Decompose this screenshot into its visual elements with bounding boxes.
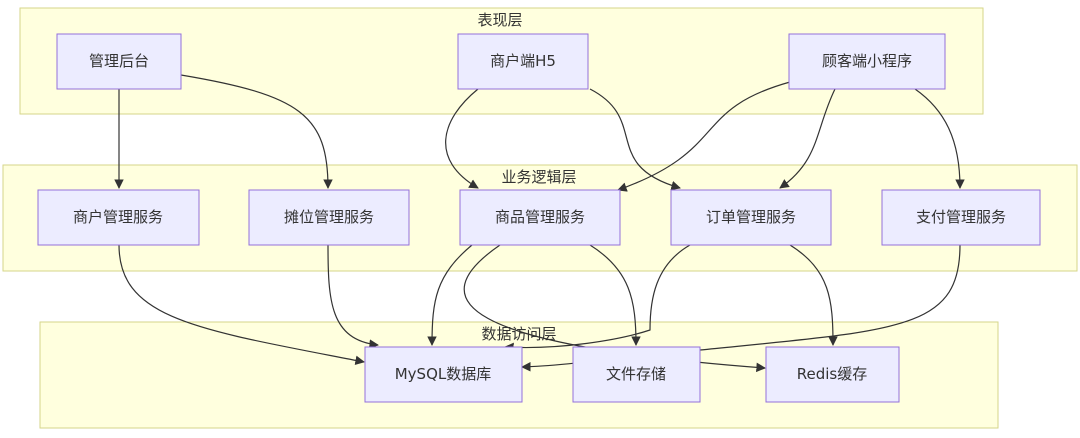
node-customer-miniapp-label: 顾客端小程序 bbox=[822, 52, 912, 70]
edge-merchant-service-mysql bbox=[118, 244, 365, 366]
edge-order-service-mysql bbox=[504, 244, 691, 353]
node-admin[interactable]: 管理后台 bbox=[56, 33, 182, 90]
node-payment-service-label: 支付管理服务 bbox=[916, 208, 1006, 226]
edge-order-service-redis bbox=[789, 244, 838, 346]
node-redis[interactable]: Redis缓存 bbox=[765, 346, 900, 403]
node-stall-service[interactable]: 摊位管理服务 bbox=[248, 189, 410, 246]
node-redis-label: Redis缓存 bbox=[797, 365, 867, 383]
data-layer-label: 数据访问层 bbox=[481, 325, 556, 343]
edge-product-service-file-storage bbox=[589, 244, 641, 346]
presentation-layer-label: 表现层 bbox=[477, 11, 522, 29]
node-order-service[interactable]: 订单管理服务 bbox=[670, 189, 832, 246]
edge-product-service-mysql bbox=[427, 244, 473, 346]
node-payment-service[interactable]: 支付管理服务 bbox=[881, 189, 1041, 246]
node-mysql[interactable]: MySQL数据库 bbox=[364, 346, 523, 403]
edge-customer-miniapp-product-service bbox=[617, 81, 791, 192]
edge-customer-miniapp-payment-service bbox=[914, 88, 965, 189]
edge-merchant-h5-order-service bbox=[589, 88, 681, 191]
node-product-service[interactable]: 商品管理服务 bbox=[459, 189, 621, 246]
edges bbox=[114, 74, 965, 373]
node-file-storage[interactable]: 文件存储 bbox=[572, 346, 701, 403]
node-merchant-h5[interactable]: 商户端H5 bbox=[457, 33, 589, 90]
node-mysql-label: MySQL数据库 bbox=[395, 365, 492, 383]
node-admin-label: 管理后台 bbox=[89, 52, 149, 70]
node-order-service-label: 订单管理服务 bbox=[706, 208, 796, 226]
node-merchant-service[interactable]: 商户管理服务 bbox=[37, 189, 200, 246]
edge-merchant-h5-product-service bbox=[445, 88, 479, 189]
node-stall-service-label: 摊位管理服务 bbox=[284, 208, 374, 226]
node-file-storage-label: 文件存储 bbox=[606, 365, 666, 383]
node-merchant-service-label: 商户管理服务 bbox=[73, 208, 163, 226]
node-customer-miniapp[interactable]: 顾客端小程序 bbox=[788, 33, 946, 90]
edge-admin-stall-service bbox=[180, 74, 333, 189]
node-product-service-label: 商品管理服务 bbox=[495, 208, 585, 226]
node-merchant-h5-label: 商户端H5 bbox=[490, 52, 556, 70]
edge-stall-service-mysql bbox=[327, 244, 379, 349]
business-layer-label: 业务逻辑层 bbox=[501, 168, 576, 186]
edge-customer-miniapp-order-service bbox=[779, 88, 836, 189]
